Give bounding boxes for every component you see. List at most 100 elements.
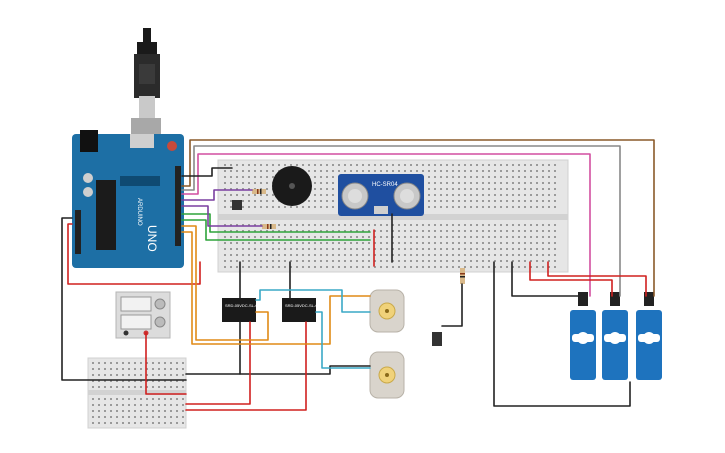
breadboard-hole <box>524 254 526 256</box>
push-button-2[interactable] <box>432 332 442 346</box>
breadboard-hole <box>284 242 286 244</box>
reset-button[interactable] <box>167 141 177 151</box>
breadboard-hole <box>554 248 556 250</box>
breadboard-hole <box>554 194 556 196</box>
breadboard-hole <box>128 374 130 376</box>
breadboard-hole <box>290 242 292 244</box>
breadboard-hole <box>164 362 166 364</box>
breadboard-hole <box>530 206 532 208</box>
breadboard-hole <box>230 266 232 268</box>
breadboard-hole <box>242 182 244 184</box>
breadboard-hole <box>146 362 148 364</box>
breadboard-hole <box>278 164 280 166</box>
breadboard-hole <box>386 266 388 268</box>
breadboard-hole <box>236 248 238 250</box>
breadboard-hole <box>458 254 460 256</box>
breadboard-hole <box>116 422 118 424</box>
breadboard-hole <box>536 266 538 268</box>
breadboard-hole <box>440 206 442 208</box>
breadboard-hole <box>332 266 334 268</box>
breadboard-hole <box>224 200 226 202</box>
breadboard-hole <box>500 176 502 178</box>
breadboard-hole <box>224 176 226 178</box>
breadboard-hole <box>362 164 364 166</box>
breadboard-hole <box>452 236 454 238</box>
breadboard-hole <box>242 242 244 244</box>
wire-red-6 <box>185 321 307 411</box>
wire-orange-1 <box>181 225 269 341</box>
breadboard-hole <box>446 254 448 256</box>
breadboard-hole <box>152 368 154 370</box>
breadboard-hole <box>434 236 436 238</box>
breadboard-hole <box>260 176 262 178</box>
breadboard-hole <box>506 206 508 208</box>
breadboard-hole <box>278 230 280 232</box>
breadboard-hole <box>530 194 532 196</box>
breadboard-hole <box>266 236 268 238</box>
breadboard-hole <box>500 260 502 262</box>
breadboard-hole <box>536 200 538 202</box>
breadboard-hole <box>170 398 172 400</box>
breadboard-hole <box>380 248 382 250</box>
wire-purple-2 <box>181 205 263 227</box>
breadboard-hole <box>116 362 118 364</box>
breadboard-hole <box>140 398 142 400</box>
breadboard-hole <box>182 380 184 382</box>
breadboard-hole <box>230 260 232 262</box>
breadboard-hole <box>422 170 424 172</box>
breadboard-hole <box>464 206 466 208</box>
breadboard-hole <box>428 194 430 196</box>
breadboard-hole <box>452 248 454 250</box>
breadboard-hole <box>122 410 124 412</box>
breadboard-hole <box>248 230 250 232</box>
breadboard-hole <box>446 224 448 226</box>
breadboard-hole <box>554 236 556 238</box>
breadboard-hole <box>392 164 394 166</box>
breadboard-hole <box>500 254 502 256</box>
breadboard-hole <box>434 242 436 244</box>
breadboard-hole <box>110 386 112 388</box>
wire-brown <box>181 139 655 297</box>
breadboard-hole <box>254 182 256 184</box>
breadboard-hole <box>392 260 394 262</box>
breadboard-hole <box>170 374 172 376</box>
push-button[interactable] <box>232 200 242 210</box>
breadboard-hole <box>278 254 280 256</box>
breadboard-hole <box>440 170 442 172</box>
breadboard-hole <box>128 368 130 370</box>
breadboard-hole <box>122 398 124 400</box>
breadboard-hole <box>476 266 478 268</box>
breadboard-hole <box>500 188 502 190</box>
breadboard-hole <box>548 164 550 166</box>
breadboard-hole <box>386 254 388 256</box>
breadboard-hole <box>236 236 238 238</box>
breadboard-hole <box>284 164 286 166</box>
breadboard-hole <box>518 170 520 172</box>
breadboard-hole <box>122 422 124 424</box>
breadboard-hole <box>332 260 334 262</box>
breadboard-hole <box>326 194 328 196</box>
breadboard-hole <box>122 380 124 382</box>
svg-text:SRD-05VDC-SL-C: SRD-05VDC-SL-C <box>225 303 258 308</box>
breadboard-hole <box>344 266 346 268</box>
breadboard-hole <box>512 182 514 184</box>
breadboard-hole <box>242 170 244 172</box>
breadboard-hole <box>128 380 130 382</box>
breadboard-hole <box>422 224 424 226</box>
breadboard-hole <box>494 266 496 268</box>
breadboard-hole <box>332 254 334 256</box>
breadboard-hole <box>320 230 322 232</box>
breadboard-hole <box>122 404 124 406</box>
breadboard-hole <box>140 362 142 364</box>
breadboard-hole <box>392 248 394 250</box>
breadboard-hole <box>434 182 436 184</box>
breadboard-hole <box>530 260 532 262</box>
breadboard-hole <box>548 248 550 250</box>
breadboard-hole <box>356 266 358 268</box>
breadboard-hole <box>110 374 112 376</box>
breadboard-hole <box>440 176 442 178</box>
breadboard-hole <box>398 164 400 166</box>
breadboard-hole <box>116 416 118 418</box>
breadboard-hole <box>242 236 244 238</box>
